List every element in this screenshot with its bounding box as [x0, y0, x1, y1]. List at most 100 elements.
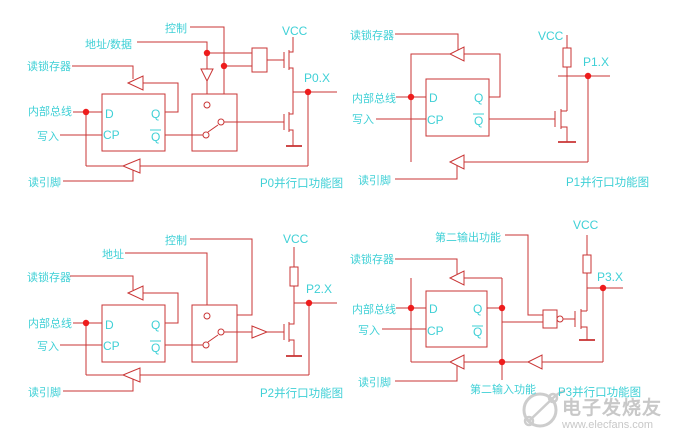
p2-read-latch-label: 读锁存器 — [27, 270, 71, 284]
p1-write-label: 写入 — [352, 114, 374, 126]
p1-mosfet — [554, 109, 568, 142]
p1-wires — [376, 33, 610, 180]
p3-section: 第二输出功能 读锁存器 内部总线 写入 读引脚 第二输入功能 VCC P3.X … — [350, 218, 641, 399]
p2-mux-contact-out — [217, 328, 225, 336]
p2-mux-contact-bottom — [202, 341, 210, 349]
p2-address-label: 地址 — [102, 247, 124, 261]
p3-nand-bubble — [556, 315, 564, 323]
p2-title: P2并行口功能图 — [260, 386, 343, 400]
p2-latch-cp: CP — [103, 339, 120, 353]
p3-latch-q: Q — [473, 302, 482, 316]
p1-latch-qbar: Q — [474, 114, 483, 128]
watermark-logo-swoosh — [528, 389, 566, 422]
p3-write-label: 写入 — [358, 325, 380, 337]
p2-pin-label: P2.X — [306, 282, 332, 296]
p3-mosfet — [574, 309, 588, 340]
p3-latch-qbar: Q — [473, 325, 482, 339]
p3-junction-dot — [498, 304, 506, 312]
p2-junction-dot — [305, 299, 313, 307]
p3-latch-cp: CP — [427, 324, 444, 338]
watermark-logo-circle — [522, 392, 558, 428]
p1-title: P1并行口功能图 — [566, 175, 649, 189]
p3-latch-d: D — [429, 302, 438, 316]
p0-lower-mosfet — [283, 92, 294, 146]
p3-read-latch-buffer — [448, 270, 465, 286]
p3-pullup-resistor — [582, 254, 592, 274]
p0-mux-box — [191, 93, 238, 152]
p3-junction-dot — [599, 284, 607, 292]
watermark-logo-dot-left — [523, 415, 535, 427]
p0-pin-label: P0.X — [304, 71, 330, 85]
p2-pullup-resistor — [289, 266, 299, 287]
p0-junction-dot — [203, 49, 211, 57]
p1-read-pin-label: 读引脚 — [358, 173, 391, 187]
p3-title: P3并行口功能图 — [558, 385, 641, 399]
p1-vcc-label: VCC — [538, 29, 564, 43]
p1-pullup-resistor — [562, 47, 572, 68]
p3-junction-dot — [407, 304, 415, 312]
p2-output-buffer — [251, 325, 269, 339]
p2-control-label: 控制 — [165, 233, 187, 247]
p3-read-pin-buffer — [448, 354, 465, 370]
p0-read-latch-buffer — [126, 75, 144, 91]
p2-mux-box — [191, 304, 238, 363]
p3-pin-label: P3.X — [597, 270, 623, 284]
p0-mux-contact-out — [217, 118, 225, 126]
p2-mux-contact-top — [203, 312, 211, 320]
p2-read-pin-buffer — [121, 367, 141, 383]
p2-write-label: 写入 — [37, 341, 59, 353]
p0-junction-dot — [304, 88, 312, 96]
p3-second-input-buffer — [526, 354, 543, 370]
p2-read-pin-label: 读引脚 — [28, 385, 61, 399]
p0-control-label: 控制 — [165, 21, 187, 35]
p0-latch-d: D — [105, 107, 114, 121]
p1-section: 读锁存器 内部总线 写入 读引脚 VCC P1.X D Q CP Q P1并行口… — [350, 28, 649, 189]
p0-read-pin-label: 读引脚 — [28, 175, 61, 189]
p0-mux-contact-bottom — [202, 131, 210, 139]
p0-address-data-label: 地址/数据 — [85, 37, 132, 51]
watermark-logo-dot-right — [547, 392, 559, 404]
p3-nand-gate — [542, 309, 558, 329]
p3-read-latch-label: 读锁存器 — [350, 252, 394, 266]
p1-latch-box — [425, 78, 490, 137]
p0-gate-box — [251, 47, 268, 73]
p1-read-pin-buffer — [448, 154, 465, 170]
elecfans-watermark: 电子发烧友 www.elecfans.com — [522, 389, 661, 431]
p2-read-latch-buffer — [126, 285, 144, 301]
p2-mosfet — [283, 303, 295, 356]
p0-latch-q: Q — [151, 107, 160, 121]
p0-write-label: 写入 — [37, 131, 59, 143]
p2-internal-bus-label: 内部总线 — [28, 316, 72, 330]
p0-latch-box — [101, 93, 166, 152]
p2-latch-qbar: Q — [151, 341, 160, 355]
p2-section: 控制 地址 读锁存器 内部总线 写入 读引脚 VCC P2.X D Q CP Q… — [27, 232, 343, 400]
p3-vcc-label: VCC — [573, 218, 599, 232]
p1-internal-bus-label: 内部总线 — [352, 91, 396, 105]
p2-latch-d: D — [105, 318, 114, 332]
p3-internal-bus-label: 内部总线 — [352, 302, 396, 316]
p0-address-inverter — [200, 68, 214, 83]
p0-junction-dot — [82, 108, 90, 116]
p0-latch-qbar: Q — [151, 130, 160, 144]
p1-junction-dot — [584, 72, 592, 80]
p0-read-latch-label: 读锁存器 — [27, 59, 71, 73]
p1-latch-d: D — [429, 91, 438, 105]
p0-internal-bus-label: 内部总线 — [28, 104, 72, 118]
p0-title: P0并行口功能图 — [260, 176, 343, 190]
p0-upper-mosfet — [283, 37, 294, 92]
p1-read-latch-label: 读锁存器 — [350, 28, 394, 42]
p2-junction-dot — [82, 319, 90, 327]
p0-mux-contact-top — [203, 101, 211, 109]
p2-vcc-label: VCC — [283, 232, 309, 246]
p0-latch-cp: CP — [103, 128, 120, 142]
p1-junction-dot — [407, 93, 415, 101]
p1-latch-q: Q — [474, 91, 483, 105]
p1-read-latch-buffer — [448, 46, 465, 62]
p0-mux-switch-arm — [207, 124, 219, 133]
p1-pin-label: P1.X — [583, 55, 609, 69]
p0-section: 地址/数据 控制 VCC P0.X 读锁存器 内部总线 写入 读引脚 D Q C… — [27, 21, 343, 190]
watermark-site: www.elecfans.com — [561, 419, 653, 431]
p2-latch-q: Q — [151, 318, 160, 332]
